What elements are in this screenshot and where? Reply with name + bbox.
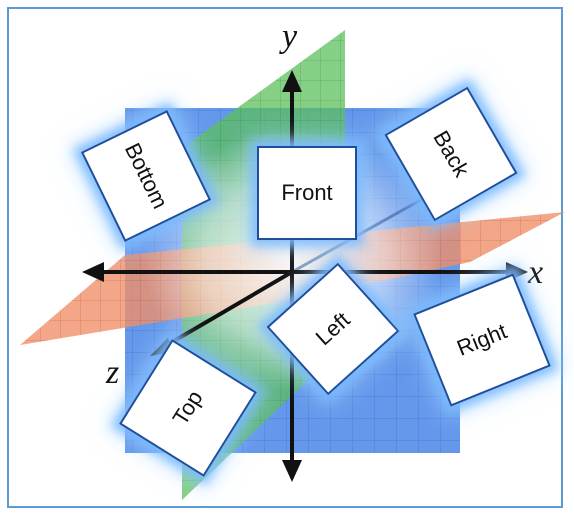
z-axis-back: [291, 190, 436, 274]
z-axis-label: z: [106, 354, 120, 391]
y-axis-label: y: [282, 18, 298, 55]
left-label: Left: [310, 307, 355, 351]
y-axis-arrow-up: [282, 70, 302, 92]
bottom-label: Bottom: [119, 138, 173, 213]
front-label: Front: [281, 180, 333, 205]
top-label: Top: [167, 386, 208, 430]
y-axis-arrow-down: [282, 460, 302, 482]
x-axis-label: x: [528, 254, 544, 291]
x-axis-arrow-left: [82, 262, 104, 282]
back-label: Back: [428, 126, 475, 182]
front-card: Front: [257, 146, 357, 240]
right-label: Right: [453, 318, 511, 361]
z-axis: [160, 270, 294, 350]
